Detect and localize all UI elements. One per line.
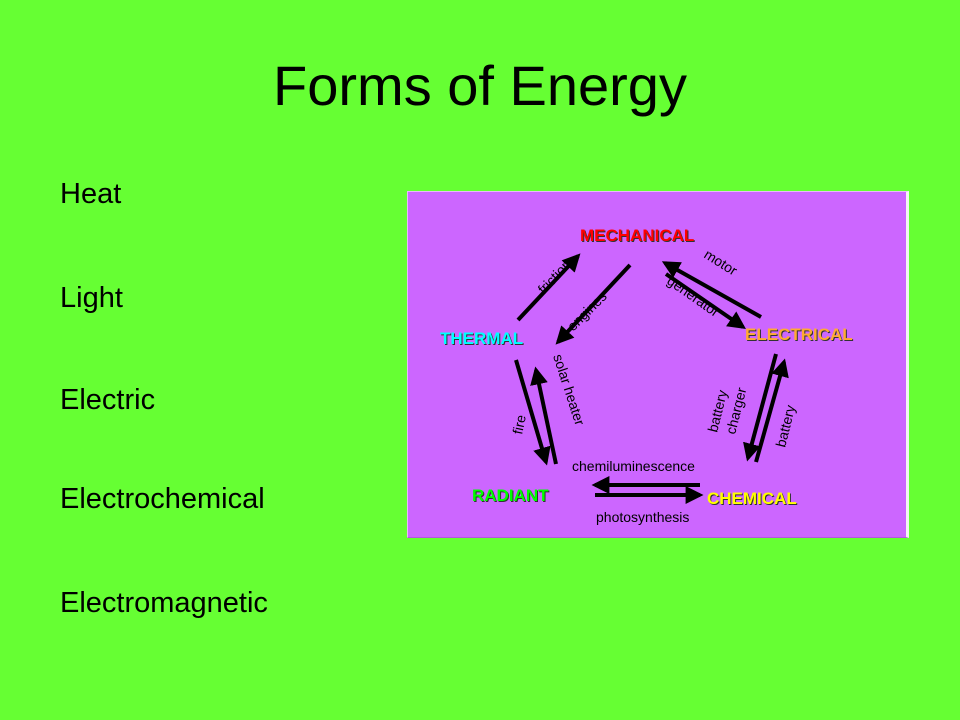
slide-title: Forms of Energy [273, 54, 687, 117]
arrow-friction [516, 253, 581, 322]
arrow-solar-heater [530, 366, 558, 465]
thermal-shadow: THERMAL [441, 330, 524, 349]
label-solar-heater: solar heater [550, 352, 588, 428]
mechanical-shadow: MECHANICAL [581, 227, 695, 246]
chemical-shadow: CHEMICAL [708, 490, 798, 509]
label-chemiluminescence: chemiluminescence [572, 458, 695, 474]
bullet-electric: Electric [60, 384, 156, 416]
arrow-engines [555, 263, 632, 345]
bullet-heat: Heat [60, 178, 122, 210]
label-engines: engines [564, 288, 610, 334]
arrow-battery-charger [743, 353, 778, 462]
radiant-shadow: RADIANT [473, 487, 550, 506]
energy-conversion-diagram: MECHANICAL MECHANICAL THERMAL THERMAL EL… [407, 191, 909, 538]
arrow-battery [754, 358, 789, 463]
diagram-canvas: MECHANICAL MECHANICAL THERMAL THERMAL EL… [440, 226, 854, 525]
electrical-shadow: ELECTRICAL [746, 326, 854, 345]
node-thermal: THERMAL [440, 329, 523, 348]
bullet-light: Light [60, 282, 123, 314]
arrow-generator [664, 272, 746, 330]
label-photosynthesis: photosynthesis [596, 509, 689, 525]
arrow-fire [514, 359, 551, 466]
node-radiant: RADIANT [472, 486, 549, 505]
bullet-electrochemical: Electrochemical [60, 483, 265, 515]
node-mechanical: MECHANICAL [580, 226, 694, 245]
label-motor: motor [701, 246, 740, 279]
node-chemical: CHEMICAL [707, 489, 797, 508]
label-battery: battery [772, 403, 798, 448]
bullet-electromagnetic: Electromagnetic [60, 587, 268, 619]
label-fire: fire [509, 413, 529, 436]
label-friction: friction [534, 256, 574, 297]
node-electrical: ELECTRICAL [745, 325, 853, 344]
arrow-motor [661, 261, 762, 319]
